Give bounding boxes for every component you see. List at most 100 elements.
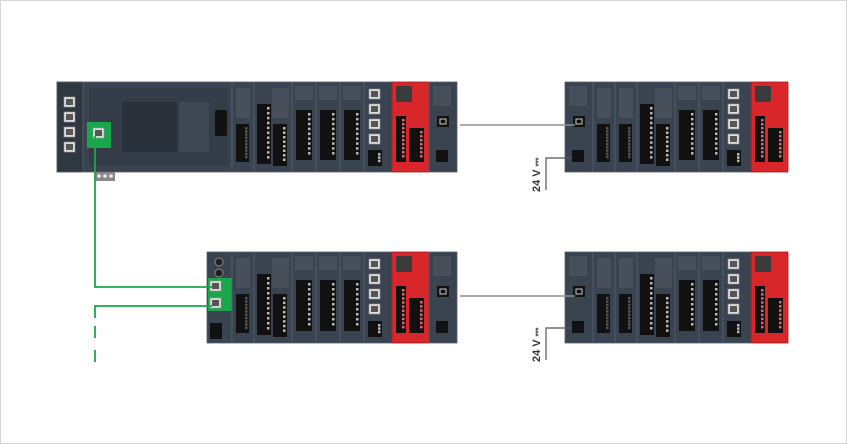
terminal-pin bbox=[650, 297, 653, 300]
terminal-pin bbox=[761, 305, 764, 308]
expansion-port-icon bbox=[437, 116, 449, 127]
dio-wide-module bbox=[636, 251, 676, 344]
terminal-pin bbox=[356, 113, 359, 116]
dio-wide-module bbox=[636, 81, 676, 173]
terminal-pin bbox=[606, 306, 609, 310]
dio-module bbox=[291, 251, 317, 344]
safety-status-panel bbox=[396, 86, 412, 102]
module-label bbox=[655, 258, 672, 288]
terminal-pin bbox=[378, 156, 381, 159]
terminal-pin bbox=[402, 301, 405, 304]
terminal-pin bbox=[761, 325, 764, 329]
terminal-pin bbox=[715, 323, 718, 326]
terminal-pin bbox=[715, 308, 718, 311]
terminal-pin bbox=[650, 136, 653, 139]
power-terminal bbox=[210, 323, 222, 339]
terminal-pin bbox=[402, 297, 405, 300]
terminal-block bbox=[755, 286, 765, 333]
dio-module bbox=[291, 81, 317, 173]
module-label bbox=[569, 256, 587, 276]
safety-module bbox=[750, 251, 789, 344]
module-label bbox=[433, 86, 451, 106]
terminal-pin bbox=[420, 309, 423, 312]
terminal-pin bbox=[308, 147, 311, 150]
terminal-pin bbox=[715, 117, 718, 121]
terminal-pin bbox=[761, 321, 764, 325]
terminal-pin bbox=[628, 306, 631, 310]
terminal-pin bbox=[606, 300, 609, 303]
terminal-pin bbox=[666, 149, 669, 152]
terminal-pin bbox=[267, 111, 270, 115]
switch-module bbox=[722, 251, 752, 344]
ethernet-cable-controller bbox=[94, 136, 212, 288]
terminal-pin bbox=[691, 147, 694, 150]
terminal-pin bbox=[761, 143, 764, 146]
terminal-pin bbox=[650, 156, 653, 159]
terminal-pin bbox=[308, 308, 311, 311]
terminal-pin bbox=[283, 158, 286, 161]
power-wire-top bbox=[545, 157, 572, 190]
terminal-pin bbox=[691, 298, 694, 301]
terminal-pin bbox=[283, 329, 286, 332]
terminal-pin bbox=[267, 317, 270, 320]
dio-module bbox=[315, 81, 341, 173]
terminal-pin bbox=[356, 283, 359, 286]
terminal-pin bbox=[245, 316, 248, 320]
terminal-pin bbox=[420, 155, 423, 158]
terminal-pin bbox=[779, 313, 782, 316]
terminal-pin bbox=[245, 146, 248, 149]
terminal-pin bbox=[245, 155, 248, 159]
terminal-pin bbox=[356, 117, 359, 121]
terminal-pin bbox=[267, 292, 270, 295]
terminal-pin bbox=[267, 131, 270, 135]
terminal-pin bbox=[356, 308, 359, 311]
terminal-pin bbox=[606, 310, 609, 313]
terminal-pin bbox=[378, 159, 381, 163]
module-label bbox=[236, 88, 250, 118]
module-label bbox=[343, 86, 361, 100]
terminal-pin bbox=[308, 283, 311, 286]
terminal-pin bbox=[691, 288, 694, 291]
module-label bbox=[236, 258, 250, 288]
terminal-pin bbox=[267, 277, 270, 280]
terminal-pin bbox=[267, 282, 270, 285]
terminal-pin bbox=[332, 303, 335, 306]
terminal-pin bbox=[761, 135, 764, 138]
module-label bbox=[597, 88, 611, 118]
terminal-block bbox=[396, 286, 406, 333]
safety-status-panel bbox=[755, 256, 771, 272]
terminal-pin bbox=[402, 123, 405, 126]
terminal-pin bbox=[666, 329, 669, 332]
module-label bbox=[272, 88, 289, 118]
terminal-pin bbox=[761, 155, 764, 158]
terminal-pin bbox=[666, 315, 669, 318]
terminal-pin bbox=[606, 297, 609, 300]
terminal-pin bbox=[267, 151, 270, 154]
terminal-pin bbox=[691, 117, 694, 121]
terminal-pin bbox=[356, 127, 359, 131]
dio-slim-module bbox=[614, 81, 638, 173]
terminal-pin bbox=[283, 310, 286, 314]
expansion-port-icon bbox=[437, 286, 449, 297]
terminal-pin bbox=[283, 127, 286, 130]
terminal-pin bbox=[420, 325, 423, 329]
terminal-pin bbox=[779, 135, 782, 138]
switch-module bbox=[363, 81, 393, 173]
terminal-pin bbox=[420, 147, 423, 150]
dio-slim-module bbox=[614, 251, 638, 344]
terminal-pin bbox=[420, 313, 423, 316]
terminal-pin bbox=[691, 313, 694, 316]
terminal-pin bbox=[308, 298, 311, 301]
sd-slot bbox=[215, 110, 227, 136]
terminal-pin bbox=[761, 313, 764, 317]
terminal-pin bbox=[283, 145, 286, 148]
terminal-pin bbox=[332, 117, 335, 121]
module-label bbox=[597, 258, 611, 288]
terminal-pin bbox=[628, 143, 631, 146]
terminal-pin bbox=[332, 137, 335, 140]
terminal-pin bbox=[356, 152, 359, 155]
terminal-pin bbox=[402, 119, 405, 122]
terminal-pin bbox=[650, 121, 653, 125]
terminal-pin bbox=[737, 324, 740, 327]
terminal-pin bbox=[420, 143, 423, 146]
